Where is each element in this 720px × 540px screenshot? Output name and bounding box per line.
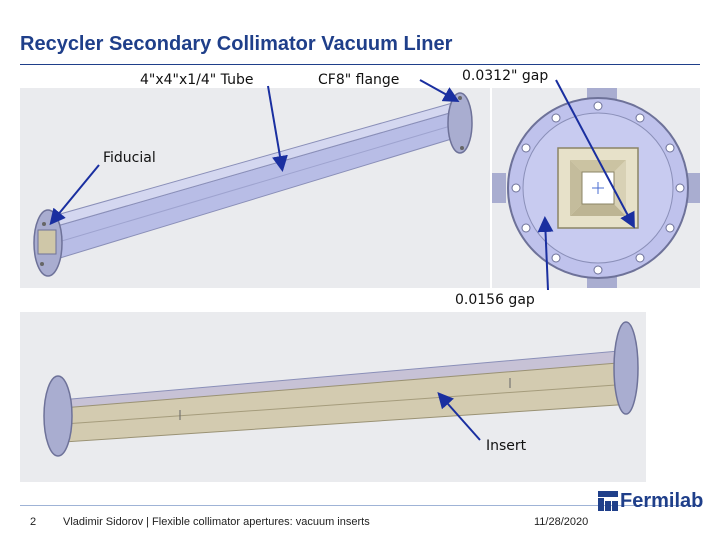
gap-large-label: 0.0312" gap xyxy=(462,68,549,84)
fiducial-label: Fiducial xyxy=(103,150,156,166)
tube-arrow xyxy=(267,85,288,172)
gap-large-arrow xyxy=(555,79,635,229)
logo-text: Fermilab xyxy=(620,490,704,512)
flange-end-view xyxy=(492,88,700,288)
fiducial-arrow xyxy=(49,164,100,226)
slide-title: Recycler Secondary Collimator Vacuum Lin… xyxy=(20,33,453,55)
insert-label: Insert xyxy=(486,438,527,454)
insert-render xyxy=(43,321,639,457)
page-number: 2 xyxy=(30,516,37,528)
fermilab-logo-icon xyxy=(598,491,618,511)
gap-small-arrow xyxy=(537,216,554,291)
tube-render xyxy=(33,92,473,277)
insert-arrow xyxy=(437,392,481,441)
gap-small-label: 0.0156 gap xyxy=(455,292,535,308)
footer-divider xyxy=(20,505,700,506)
flange-render xyxy=(492,88,700,288)
fermilab-logo: Fermilab xyxy=(598,490,708,512)
tube-isometric-view xyxy=(20,88,490,288)
flange-label: CF8" flange xyxy=(318,72,400,88)
author-line: Vladimir Sidorov | Flexible collimator a… xyxy=(63,516,370,528)
tube-label: 4"x4"x1/4" Tube xyxy=(140,72,254,88)
flange-arrow xyxy=(419,79,460,102)
insert-section-view xyxy=(20,312,646,482)
title-divider xyxy=(20,64,700,65)
slide-date: 11/28/2020 xyxy=(534,516,589,528)
